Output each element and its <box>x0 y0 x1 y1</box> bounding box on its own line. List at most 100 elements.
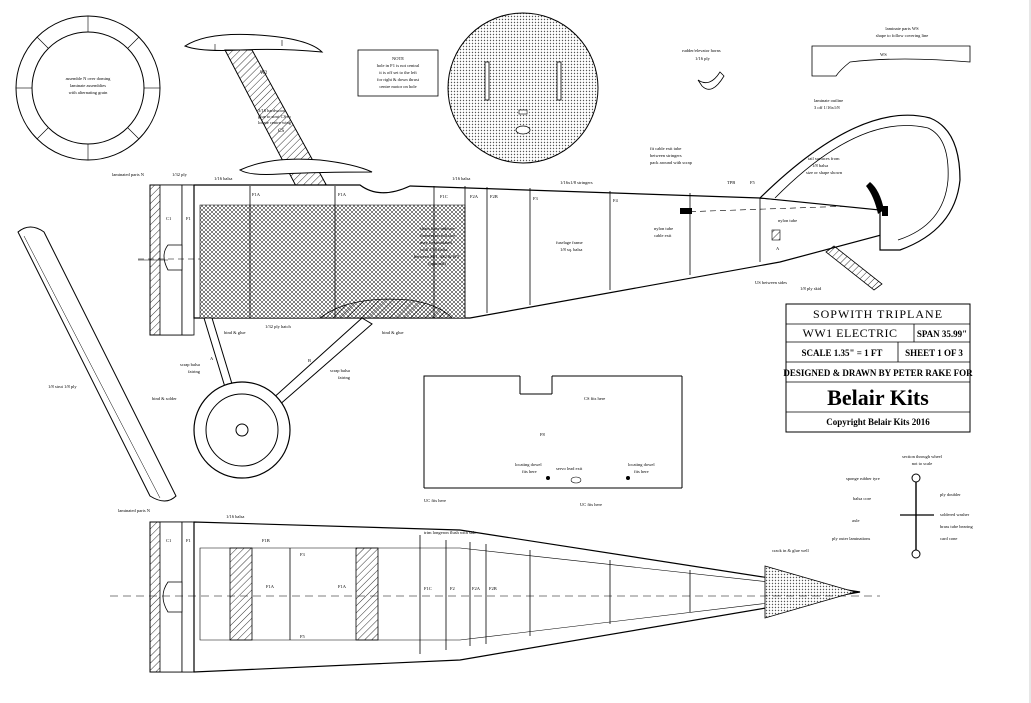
laminated-n-top: laminated parts N <box>112 172 145 177</box>
rudder-horn-note-1: rudder/elevator horns <box>682 48 721 53</box>
chain-note-2: formers on full size <box>420 233 455 238</box>
plan-f1b-label: F1B <box>262 538 270 543</box>
fuselage-frame-note-1: fuselage frame <box>556 240 583 245</box>
soldered-washer-label: soldered washer <box>940 512 970 517</box>
ply-132-label: 1/32 ply <box>172 172 188 177</box>
bind-solder-label: bind & solder <box>152 396 177 401</box>
scrap-fairing-2b: fairing <box>338 375 351 380</box>
balsa-116-top-b: 1/16 balsa <box>452 176 470 181</box>
brass-tube-label: brass tube bearing <box>940 524 973 529</box>
tail-surfaces-2: 1/8 balsa <box>812 163 828 168</box>
strut-a-label: A <box>210 356 214 361</box>
f1a-label-2: F1A <box>338 192 347 197</box>
bind-glue-1: bind & glue <box>224 330 246 335</box>
note-line-3: for right & down thrust <box>377 77 420 82</box>
span-text: SPAN 35.99" <box>917 329 967 339</box>
scrap-fairing-2a: scrap balsa <box>330 368 350 373</box>
chain-note-5: between SS1, SS2 & W3 <box>414 254 460 260</box>
plan-f5-label: F5 <box>300 634 306 639</box>
laminated-n-bottom: laminated parts N <box>118 508 151 513</box>
laminate-outline-2: 3 off 1/16x1/8 <box>814 105 840 110</box>
chain-note-1: chain lines indicate <box>420 226 455 231</box>
ws-note-2: shape to follow covering line <box>876 33 929 38</box>
cable-note-2: between stringers <box>650 153 682 158</box>
f3-label: F3 <box>533 196 539 201</box>
plan-f1-label: F1 <box>186 538 191 543</box>
note-heading: NOTE <box>392 56 404 61</box>
plan-c1-label: C1 <box>166 538 171 543</box>
chain-note-6: (optional) <box>428 261 446 266</box>
plan-f1a-label-2: F1A <box>338 584 347 589</box>
title-text: SOPWITH TRIPLANE <box>813 307 943 321</box>
ply-outer-label: ply outer laminations <box>832 536 870 541</box>
plan-f2-label: F2 <box>450 586 455 591</box>
hardwood-note-1: 3/16 hardwood <box>258 108 286 113</box>
balsa-core-label: balsa core <box>853 496 871 501</box>
plan-f3-label: F3 <box>300 552 306 557</box>
f1a-label-1: F1A <box>252 192 261 197</box>
dowel-right-1: locating dowel <box>628 462 655 467</box>
rudder-horn-note-2: 1/16 ply <box>695 56 711 61</box>
cowl-ring-drawing: assemble N over doming laminate assembli… <box>15 15 161 161</box>
f5-label: F5 <box>750 180 756 185</box>
laminate-outline-1: laminate outline <box>814 98 843 103</box>
ply-hatch-label: 1/32 ply hatch <box>265 324 291 329</box>
ws-part-label: WS <box>880 52 887 57</box>
ply-doubler-label: ply doubler <box>940 492 961 497</box>
tpb-label: TPB <box>727 180 735 185</box>
uc-fits-1: UC fits here <box>424 498 446 503</box>
cowl-note-2: laminate assemblies <box>70 83 106 88</box>
f1c-label: F1C <box>440 194 448 199</box>
cs-strut-label: CS <box>278 129 284 134</box>
dowel-right-2: fits here <box>634 469 649 474</box>
nose-disk-drawing <box>447 12 599 164</box>
section-wheel-2: not to scale <box>912 461 933 466</box>
strut-ply-label: 1/8 strut 1/8 ply <box>48 384 77 389</box>
c1-label: C1 <box>166 216 171 221</box>
tail-surfaces-1: tail surfaces from <box>808 156 840 161</box>
f8-former-drawing: CS fits here F8 locating dowel fits here… <box>423 375 683 507</box>
nylon-tube-tail-label: nylon tube <box>778 218 797 223</box>
tail-surfaces-3: size or shape shown <box>806 170 843 175</box>
cable-note-1: fit cable exit tube <box>650 146 681 151</box>
f1-label: F1 <box>186 216 191 221</box>
note-line-4: centre motor on hole <box>379 84 416 89</box>
dowel-left-1: locating dowel <box>515 462 542 467</box>
skid-a-label: A <box>776 246 780 251</box>
nylon-tube-note-1: nylon tube <box>654 226 673 231</box>
crack-glue-label: crack in & glue well <box>772 548 809 553</box>
f2a-label: F2A <box>470 194 479 199</box>
fuselage-side-view: C1 F1 F1A F1A F1C F2A F2B F3 F4 TPB F5 l… <box>112 146 901 336</box>
sponge-tyre-label: sponge rubber tyre <box>846 476 880 481</box>
ws-part-drawing: laminate parts WS shape to follow coveri… <box>811 26 971 77</box>
f4-label: F4 <box>613 198 619 203</box>
f2b-label: F2B <box>490 194 498 199</box>
brand-text: Belair Kits <box>827 385 929 410</box>
subtitle-text: WW1 ELECTRIC <box>803 326 898 340</box>
plan-f2a-label: F2A <box>472 586 481 591</box>
chain-note-3: may be simulated <box>420 240 452 245</box>
ws-top-label: W2 <box>260 71 268 76</box>
fuselage-frame-note-2: 1/8 sq. balsa <box>560 247 582 252</box>
axle-label: axle <box>852 518 860 523</box>
stringers-label: 1/16x1/8 stringers <box>560 180 593 185</box>
scrap-fairing-1a: scrap balsa <box>180 362 200 367</box>
plan-f1a-label-1: F1A <box>266 584 275 589</box>
scale-text: SCALE 1.35" = 1 FT <box>802 348 883 358</box>
note-line-1: hole in F1 is not central <box>377 63 420 68</box>
interplane-strut-drawing: 1/8 strut 1/8 ply <box>17 226 177 502</box>
balsa-116-top-a: 1/16 balsa <box>214 176 232 181</box>
dowel-left-2: fits here <box>522 469 537 474</box>
cable-note-3: pack around with scrap <box>650 160 693 165</box>
f8-label: F8 <box>540 432 546 437</box>
nylon-tube-note-2: cable exit <box>654 233 672 238</box>
note-box: NOTE hole in F1 is not central it is off… <box>357 49 439 97</box>
title-block: SOPWITH TRIPLANE WW1 ELECTRIC SPAN 35.99… <box>783 303 973 433</box>
us-sides-label: US between sides <box>755 280 787 285</box>
ws-note-1: laminate parts WS <box>885 26 919 31</box>
cs-fits-label: CS fits here <box>584 396 605 401</box>
copyright-text: Copyright Belair Kits 2016 <box>826 417 930 427</box>
bind-glue-2: bind & glue <box>382 330 404 335</box>
plan-f2b-label: F2B <box>489 586 497 591</box>
